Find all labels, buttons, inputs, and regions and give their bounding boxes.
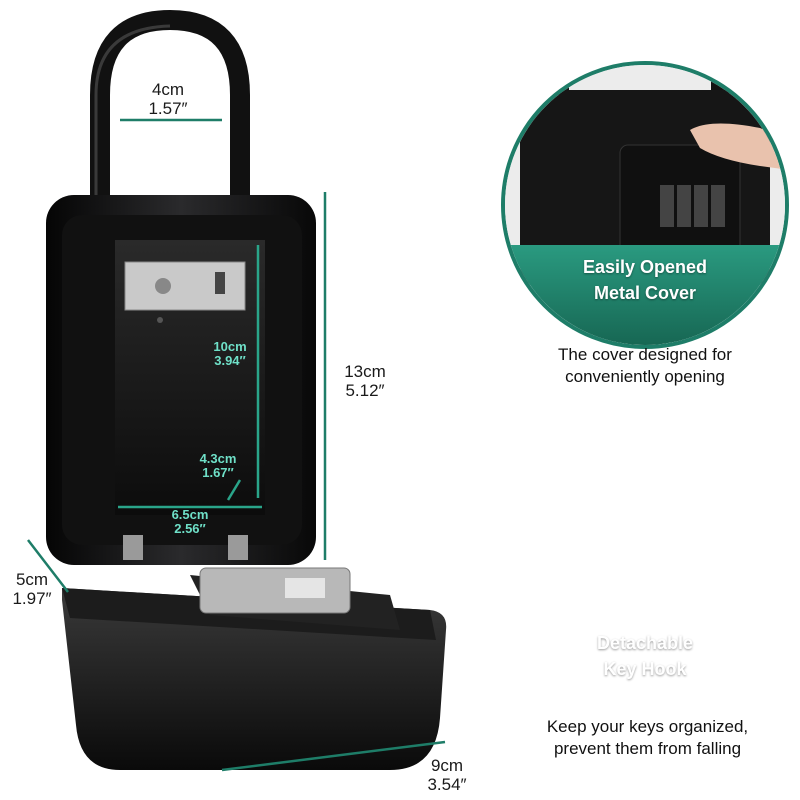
- inner-depth-label: 4.3cm 1.67″: [186, 452, 250, 480]
- inner-width-cm: 6.5cm: [171, 507, 209, 522]
- depth-cm: 5cm: [15, 570, 49, 589]
- cover-banner-line2: Metal Cover: [593, 283, 697, 303]
- width-cm: 9cm: [430, 756, 464, 775]
- cover-banner-line1: Easily Opened: [582, 257, 708, 277]
- width-label: 9cm 3.54″: [412, 756, 482, 794]
- cover-banner: Easily Opened Metal Cover: [530, 254, 760, 306]
- key-hook-banner: Detachable Key Hook: [530, 630, 760, 682]
- width-in: 3.54″: [427, 775, 467, 794]
- cover-caption: The cover designed for conveniently open…: [500, 344, 790, 388]
- key-hook-banner-line2: Key Hook: [603, 659, 687, 679]
- height-in: 5.12″: [345, 381, 385, 400]
- shackle: [90, 9, 250, 210]
- height-label: 13cm 5.12″: [330, 362, 400, 400]
- cover-caption-line1: The cover designed for: [558, 345, 732, 364]
- height-cm: 13cm: [344, 362, 386, 381]
- lock-box: [46, 9, 447, 770]
- inner-depth-cm: 4.3cm: [199, 451, 237, 466]
- shackle-width-label: 4cm 1.57″: [128, 80, 208, 118]
- shackle-width-cm: 4cm: [151, 80, 185, 99]
- inner-height-in: 3.94″: [214, 353, 246, 368]
- inner-width-label: 6.5cm 2.56″: [158, 508, 222, 536]
- feature-circle-cover: [501, 61, 789, 349]
- dimension-lines: [27, 118, 446, 772]
- inner-height-cm: 10cm: [213, 339, 247, 354]
- finger: [690, 123, 785, 170]
- depth-label: 5cm 1.97″: [2, 570, 62, 608]
- key-hook-banner-line1: Detachable: [596, 633, 694, 653]
- inner-width-in: 2.56″: [174, 521, 206, 536]
- inner-depth-in: 1.67″: [202, 465, 234, 480]
- inner-height-label: 10cm 3.94″: [198, 340, 262, 368]
- combination-mechanism: [199, 567, 351, 614]
- cover-caption-line2: conveniently opening: [565, 367, 725, 386]
- key-hook-caption-line1: Keep your keys organized,: [546, 717, 749, 736]
- key-hook-caption-line2: prevent them from falling: [553, 739, 742, 758]
- depth-in: 1.97″: [12, 589, 52, 608]
- shackle-width-in: 1.57″: [148, 99, 188, 118]
- key-hook-caption: Keep your keys organized, prevent them f…: [500, 716, 795, 760]
- combination-dials: [660, 185, 725, 227]
